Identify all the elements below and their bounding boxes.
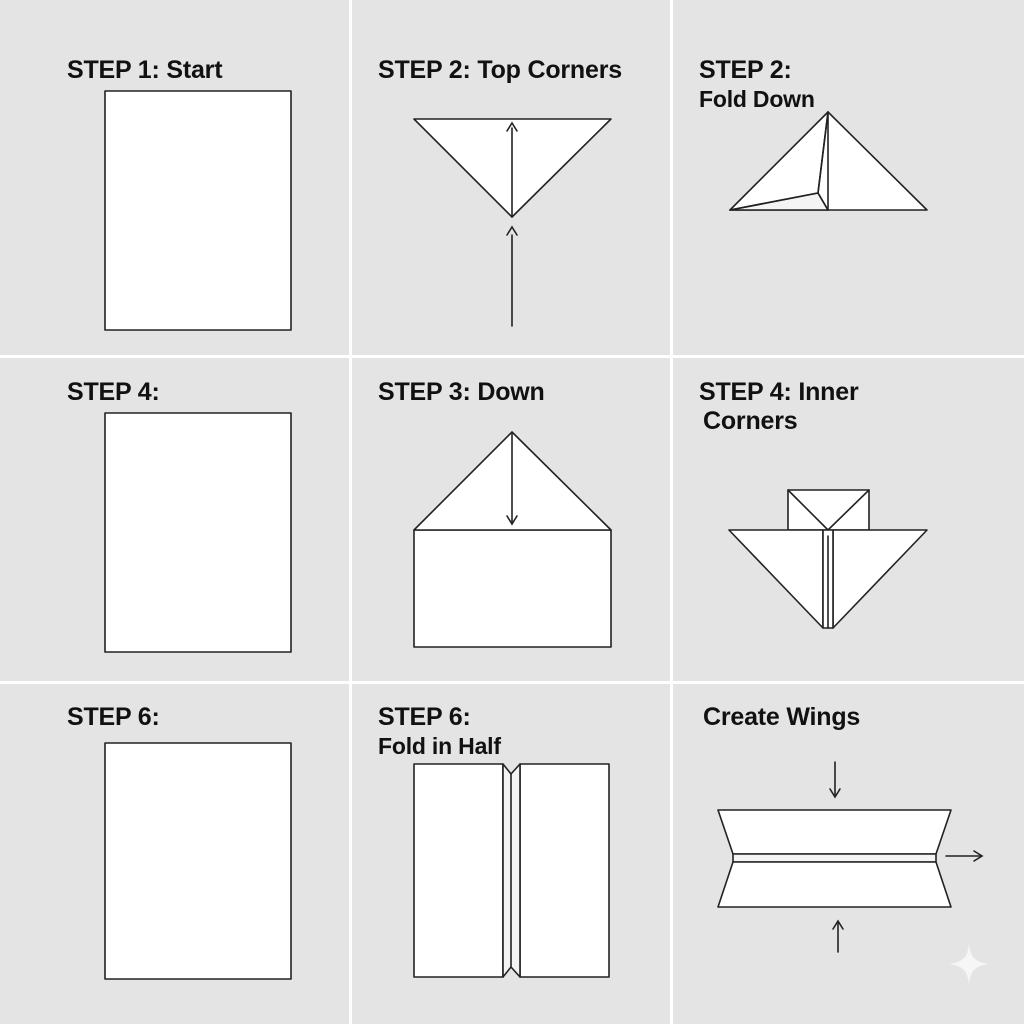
left-wing-flap: [728, 529, 824, 629]
title-line-2: Corners: [703, 407, 798, 435]
panel-title: STEP 2: Fold Down: [699, 56, 815, 114]
blank-sheet-figure: [104, 742, 292, 980]
fold-line-3: [729, 192, 819, 211]
paper-body: [413, 529, 612, 648]
up-arrow-head-lower: [506, 225, 518, 236]
panel-step-4-blank: STEP 4:: [0, 358, 349, 681]
down-arrow-head: [506, 515, 518, 526]
panel-step-2-fold-down: STEP 2: Fold Down: [673, 0, 1024, 355]
title-line-2: Fold Down: [699, 86, 815, 112]
lower-wing: [717, 861, 952, 908]
panel-step-6-fold-in-half: STEP 6: Fold in Half: [352, 684, 670, 1024]
center-fold: [732, 853, 937, 863]
paper-sheet: [104, 742, 292, 980]
panel-title: STEP 3: Down: [378, 378, 545, 406]
panel-title: STEP 6:: [67, 703, 160, 731]
panel-step-4-inner-corners: STEP 4: Inner Corners: [673, 358, 1024, 681]
panel-step-1: STEP 1: Start: [0, 0, 349, 355]
panel-title: STEP 4: Inner Corners: [699, 378, 859, 436]
inner-corners-figure: [728, 489, 928, 629]
panel-title: Create Wings: [703, 703, 861, 731]
panel-title: STEP 6: Fold in Half: [378, 703, 501, 761]
paper-sheet: [104, 90, 292, 331]
fold-line-2: [817, 111, 829, 194]
house-fold-figure: [413, 431, 612, 648]
blank-sheet-figure: [104, 90, 292, 331]
title-line-1: STEP 4: Inner: [699, 378, 859, 406]
right-arrow-head: [973, 850, 984, 862]
right-wing-flap: [832, 529, 928, 629]
up-arrow-head: [506, 121, 518, 132]
panel-step-3-down: STEP 3: Down: [352, 358, 670, 681]
title-line-1: STEP 2:: [699, 56, 792, 84]
half-fold-figure: [413, 763, 610, 978]
fold-down-figure: [729, 111, 928, 211]
title-line-2: Fold in Half: [378, 733, 501, 759]
panel-title: STEP 4:: [67, 378, 160, 406]
panel-create-wings: Create Wings: [673, 684, 1024, 1024]
top-square: [787, 489, 870, 531]
right-half: [519, 763, 610, 978]
fold-line-4: [817, 192, 829, 211]
panel-step-6-blank: STEP 6:: [0, 684, 349, 1024]
blank-sheet-figure: [104, 412, 292, 653]
paper-sheet: [104, 412, 292, 653]
upper-wing: [717, 809, 952, 855]
panel-title: STEP 2: Top Corners: [378, 56, 622, 84]
panel-step-2-top-corners: STEP 2: Top Corners: [352, 0, 670, 355]
down-arrow-head: [829, 788, 841, 799]
left-half: [413, 763, 504, 978]
sparkle-icon: [949, 944, 989, 984]
triangle-figure: [413, 118, 612, 327]
wings-figure: [717, 761, 989, 984]
title-line-1: STEP 6:: [378, 703, 471, 731]
panel-title: STEP 1: Start: [67, 56, 223, 84]
up-arrow-head: [832, 919, 844, 930]
